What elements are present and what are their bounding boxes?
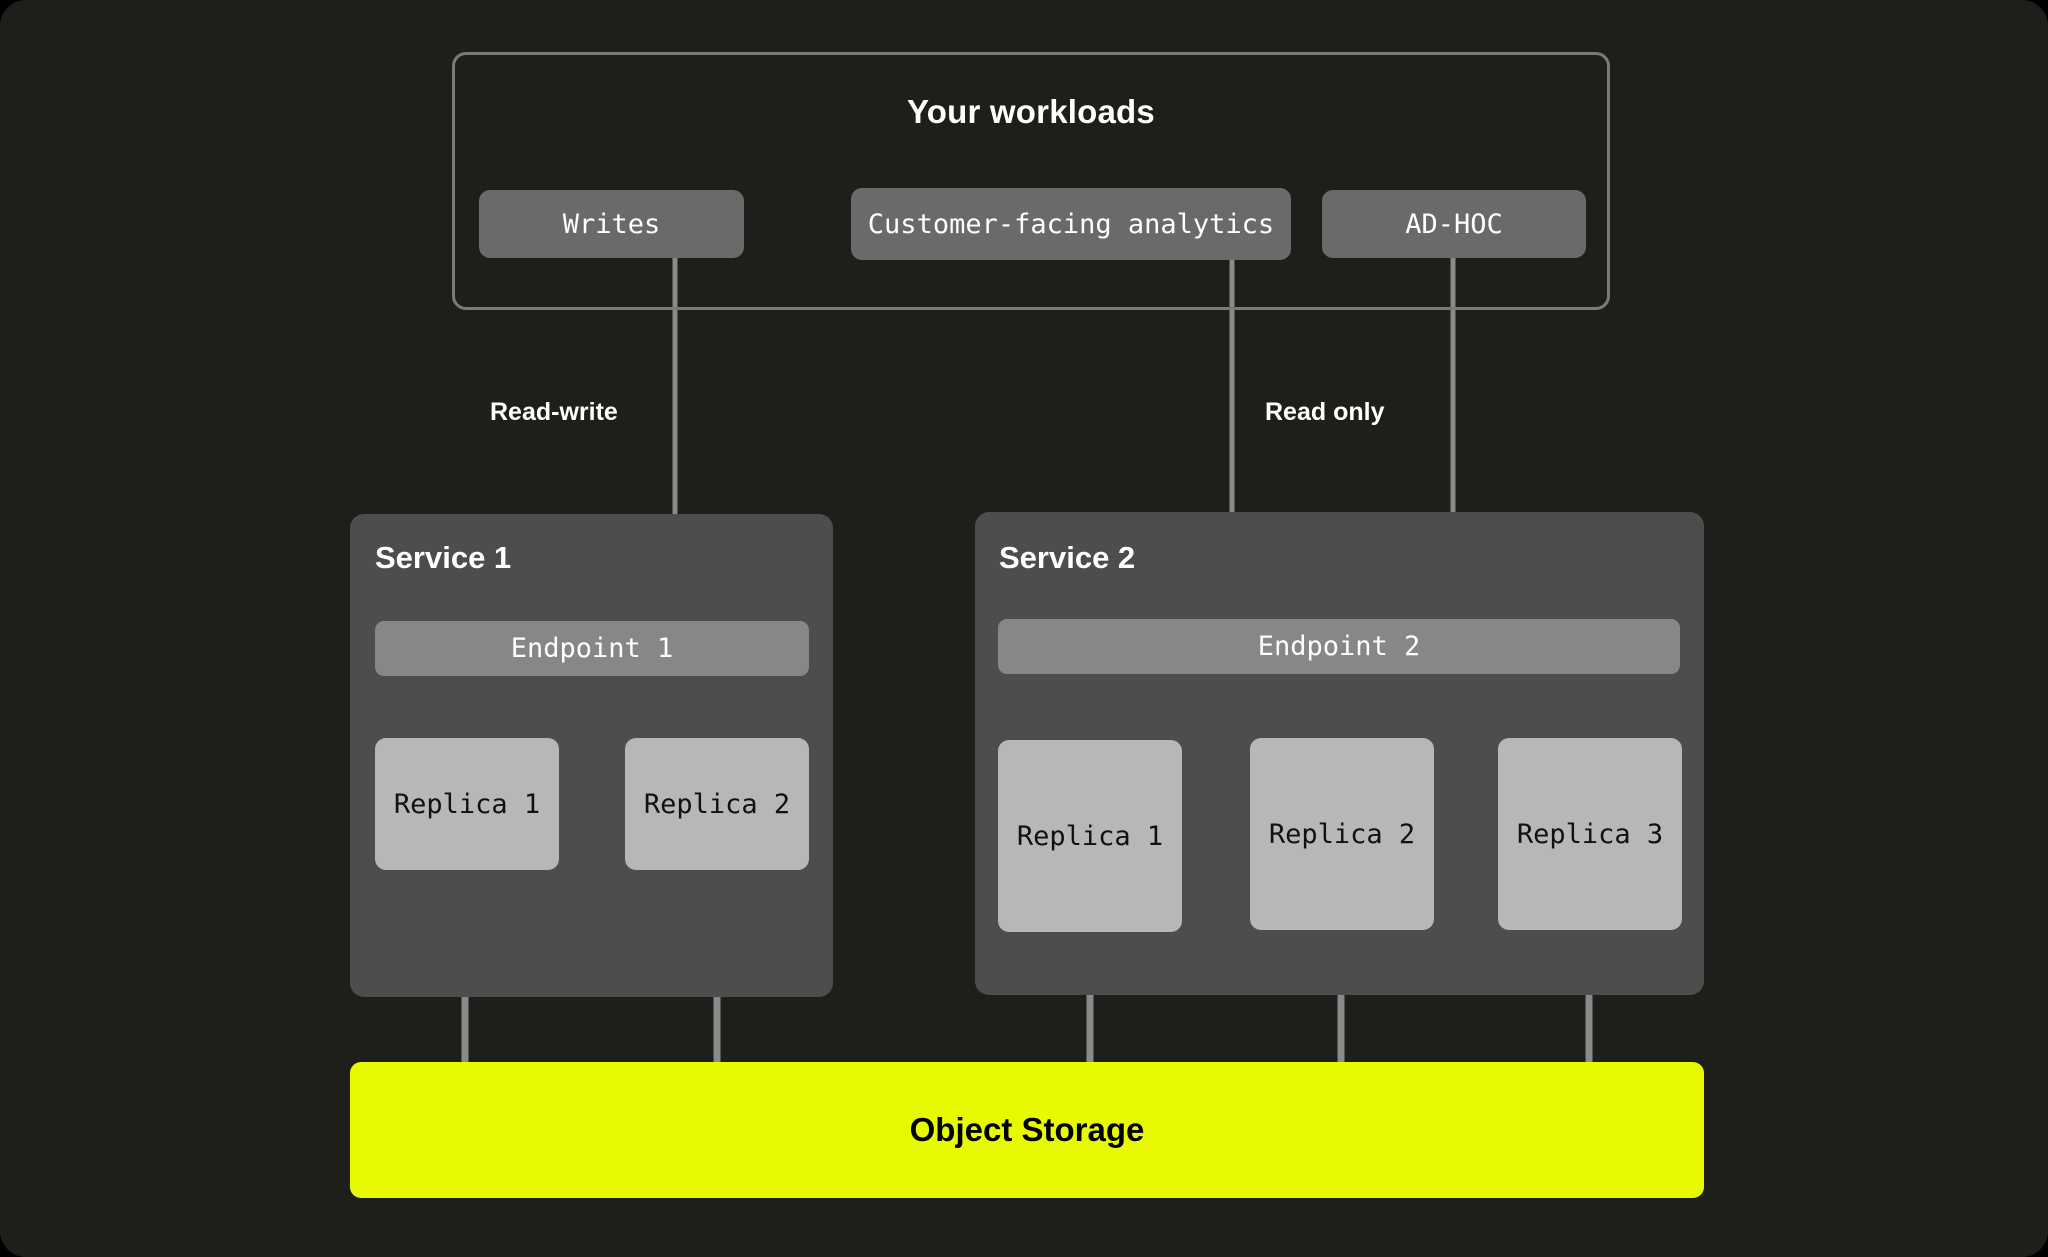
service-1-endpoint-label: Endpoint 1 (510, 633, 674, 664)
service-2-replica-1-label: Replica 1 (1016, 820, 1164, 852)
workload-chip-adhoc[interactable]: AD-HOC (1322, 190, 1586, 258)
service-2-replica-3[interactable]: Replica 3 (1498, 738, 1682, 930)
service-1-replica-2[interactable]: Replica 2 (625, 738, 809, 870)
service-1-title: Service 1 (375, 540, 512, 575)
service-2-title: Service 2 (999, 540, 1136, 575)
service-2-replica-1[interactable]: Replica 1 (998, 740, 1182, 932)
service-2-replica-2[interactable]: Replica 2 (1250, 738, 1434, 930)
workload-chip-analytics-label: Customer-facing analytics (867, 208, 1275, 240)
edge-label-read-only: Read only (1265, 398, 1385, 426)
service-2-replica-3-label: Replica 3 (1516, 818, 1664, 850)
service-1-replica-1[interactable]: Replica 1 (375, 738, 559, 870)
workloads-title: Your workloads (907, 93, 1155, 130)
service-1-replica-1-label: Replica 1 (393, 788, 541, 820)
object-storage-label: Object Storage (909, 1111, 1145, 1148)
service-1-replica-2-label: Replica 2 (643, 788, 791, 820)
service-2-replica-2-label: Replica 2 (1268, 818, 1416, 850)
workload-chip-writes-label: Writes (562, 208, 661, 240)
service-2-endpoint-label: Endpoint 2 (1257, 631, 1421, 662)
workload-chip-analytics[interactable]: Customer-facing analytics (851, 188, 1291, 260)
service-2-endpoint[interactable]: Endpoint 2 (998, 619, 1680, 674)
workload-chip-writes[interactable]: Writes (479, 190, 744, 258)
edge-label-read-write: Read-write (490, 398, 618, 426)
workloads-container: Your workloads (452, 52, 1610, 310)
object-storage-bar[interactable]: Object Storage (350, 1062, 1704, 1198)
service-1-endpoint[interactable]: Endpoint 1 (375, 621, 809, 676)
workload-chip-adhoc-label: AD-HOC (1405, 208, 1503, 240)
